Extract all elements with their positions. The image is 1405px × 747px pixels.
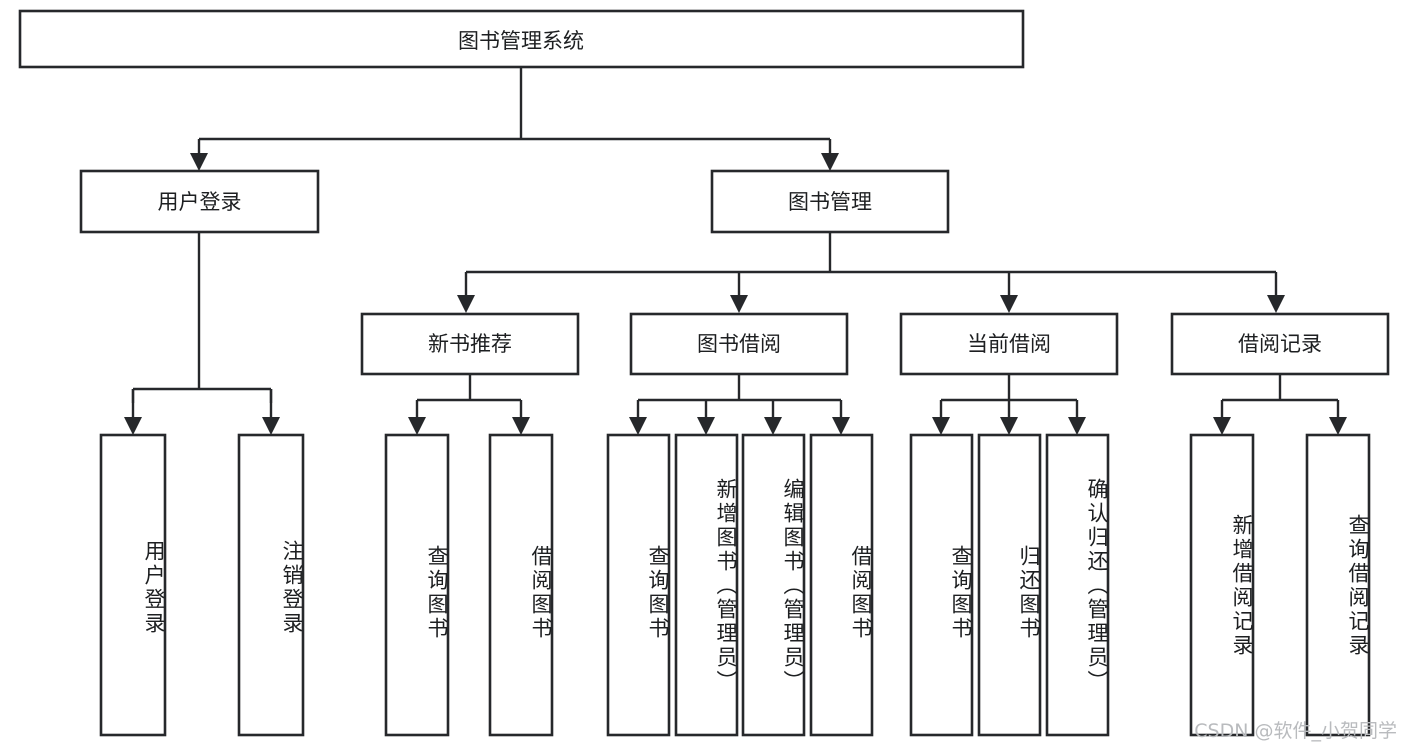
node-user-login-label: 用户登录 — [158, 190, 242, 214]
arrowhead-currentborrow-leaf-1 — [932, 417, 950, 435]
arrowhead-to-user-login — [190, 153, 208, 171]
arrowhead-borrowrecord-leaf-1 — [1213, 417, 1231, 435]
leaf-box-newbook-1[interactable] — [384, 433, 450, 737]
leaf-box-bookborrow-1[interactable] — [606, 433, 671, 737]
arrowhead-to-borrow-record — [1267, 295, 1285, 313]
leaf-box-currentborrow-3[interactable] — [1045, 433, 1110, 737]
node-new-book-recommend[interactable] — [360, 312, 580, 376]
node-book-borrow[interactable] — [629, 312, 849, 376]
node-current-borrow-label: 当前借阅 — [967, 332, 1051, 356]
arrowhead-bookborrow-leaf-2 — [697, 417, 715, 435]
node-book-manage-label: 图书管理 — [788, 190, 872, 214]
node-borrow-record[interactable] — [1170, 312, 1390, 376]
arrowhead-bookborrow-leaf-4 — [832, 417, 850, 435]
watermark-text: CSDN @软件_小贺同学 — [1194, 720, 1397, 742]
arrowhead-to-book-borrow — [730, 295, 748, 313]
leaf-box-bookborrow-4[interactable] — [809, 433, 874, 737]
arrowhead-to-new-book — [457, 295, 475, 313]
node-current-borrow[interactable] — [899, 312, 1119, 376]
leaf-box-user-login-2[interactable] — [237, 433, 305, 737]
node-borrow-record-label: 借阅记录 — [1238, 332, 1322, 356]
node-book-borrow-label: 图书借阅 — [697, 332, 781, 356]
leaf-box-borrowrecord-2[interactable] — [1305, 433, 1371, 737]
leaf-box-user-login-1[interactable] — [99, 433, 167, 737]
arrowhead-to-book-manage — [821, 153, 839, 171]
arrowhead-newbook-leaf-2 — [512, 417, 530, 435]
arrowhead-user-login-leaf-1 — [124, 417, 142, 435]
arrowhead-currentborrow-leaf-2 — [1000, 417, 1018, 435]
node-root-label: 图书管理系统 — [458, 29, 584, 53]
node-book-manage[interactable] — [710, 169, 950, 234]
arrowhead-bookborrow-leaf-3 — [764, 417, 782, 435]
leaf-box-newbook-2[interactable] — [488, 433, 554, 737]
arrowhead-newbook-leaf-1 — [408, 417, 426, 435]
arrowhead-to-current-borrow — [1000, 295, 1018, 313]
leaf-box-currentborrow-2[interactable] — [977, 433, 1042, 737]
arrowhead-borrowrecord-leaf-2 — [1329, 417, 1347, 435]
arrowhead-currentborrow-leaf-3 — [1068, 417, 1086, 435]
arrowhead-bookborrow-leaf-1 — [629, 417, 647, 435]
arrowhead-user-login-leaf-2 — [262, 417, 280, 435]
leaf-box-currentborrow-1[interactable] — [909, 433, 974, 737]
leaf-box-bookborrow-3[interactable] — [741, 433, 806, 737]
node-new-book-recommend-label: 新书推荐 — [428, 332, 512, 356]
node-root[interactable] — [18, 9, 1025, 69]
leaf-box-bookborrow-2[interactable] — [674, 433, 739, 737]
leaf-box-borrowrecord-1[interactable] — [1189, 433, 1255, 737]
